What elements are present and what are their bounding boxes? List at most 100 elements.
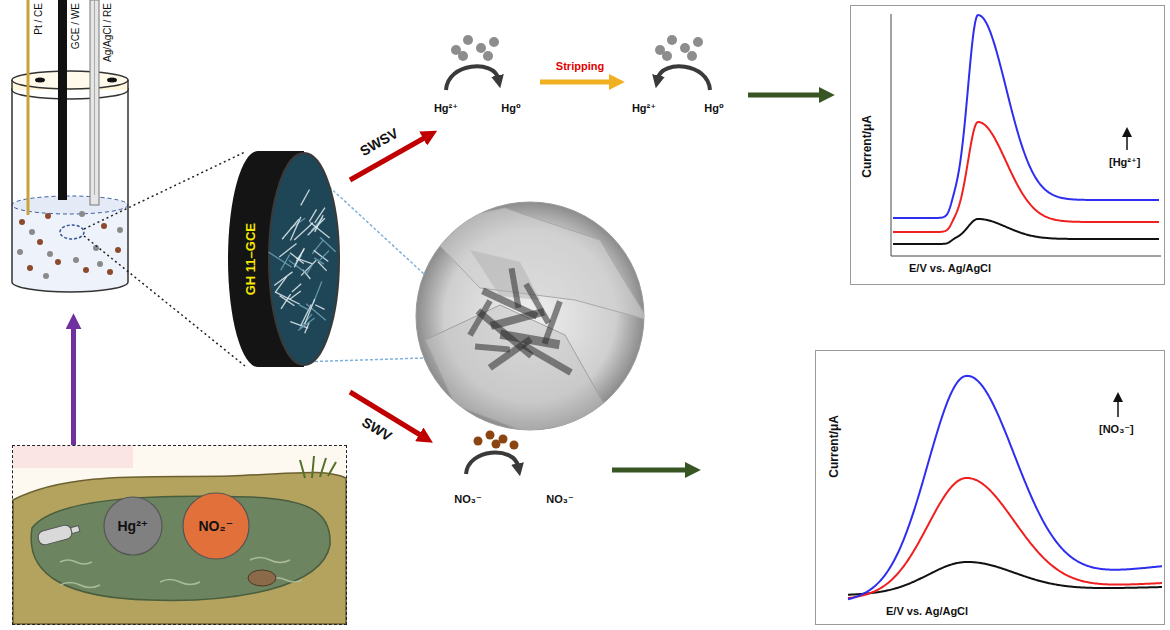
step-label: Stripping <box>556 60 604 73</box>
electrochemical-cell-drawing-part-part <box>55 259 61 265</box>
ion-label: Hg²⁺ <box>118 518 149 534</box>
stripping-cycle-part <box>655 35 703 61</box>
voltammogram-panel-shape-part <box>891 14 892 256</box>
tem-image-part-part-part <box>542 300 563 344</box>
electrochemical-cell-drawing-part-part <box>83 267 89 273</box>
sample-flow-arrow <box>71 326 76 445</box>
voltammogram-panel: Current/μAE/V vs. Ag/AgCl[NO₃⁻] <box>815 350 1165 625</box>
species-label: Hg²⁺ <box>632 102 656 115</box>
electrochemical-cell-drawing-part <box>27 0 30 215</box>
stripping-cycle-part-part <box>693 37 703 47</box>
zoom-lines <box>84 152 245 366</box>
modified-electrode-shape-part-part <box>315 305 324 310</box>
nitrite-cycle-part-part <box>486 431 495 440</box>
electrode-label: Ag/AgCl / RE <box>102 3 114 62</box>
concentration-label: [NO₃⁻] <box>1099 423 1134 436</box>
tem-image-part-part-part <box>522 342 573 376</box>
modified-electrode-shape-part-part <box>301 190 310 206</box>
stripping-cycle <box>655 35 710 90</box>
modified-electrode-shape-part <box>269 190 336 334</box>
electrochemical-cell-drawing-part-part <box>43 273 49 279</box>
water-sample-box-shape <box>13 446 345 623</box>
electrode-label: Pt / CE <box>33 3 45 35</box>
electrochemical-cell-drawing-part-part <box>47 251 53 257</box>
electrochemical-cell-drawing-part <box>17 211 123 279</box>
polluted-pond-part <box>13 472 346 624</box>
method-label: SWV <box>359 414 395 444</box>
electrochemical-cell-drawing-part <box>11 80 13 90</box>
zoom-lines-part <box>84 152 245 229</box>
voltammogram-panel: Current/μAE/V vs. Ag/AgCl[Hg²⁺] <box>850 5 1165 285</box>
stripping-cycle-part-part <box>687 51 697 61</box>
axis-title: Current/μA <box>861 115 875 178</box>
stripping-arrow <box>540 80 612 85</box>
modified-electrode-shape-part <box>269 153 339 365</box>
electrode-name: GH 11–GCE <box>244 223 259 295</box>
zoom-lines-part <box>84 236 245 366</box>
species-label: Hg⁰ <box>501 102 520 115</box>
tem-image-part-part-part <box>488 336 533 370</box>
voltammogram-panel-shape-part <box>848 562 1162 595</box>
electrochemical-cell-drawing-part-part <box>19 219 25 225</box>
ion-label: NO₂⁻ <box>199 518 234 534</box>
deposition-cycle-part-part <box>489 37 499 47</box>
polluted-pond-part-part <box>60 560 92 564</box>
voltammogram-panel-shape-part <box>1126 136 1128 150</box>
polluted-pond-part-part <box>60 583 100 588</box>
polluted-pond-part-part <box>71 526 80 534</box>
polluted-pond-part <box>248 570 276 586</box>
electrochemical-cell-drawing-part-part <box>27 265 33 271</box>
modified-electrode-shape-part-part <box>275 277 287 293</box>
polluted-pond <box>13 446 346 624</box>
axis-title: E/V vs. Ag/AgCl <box>909 262 991 275</box>
deposition-cycle-part <box>446 66 498 90</box>
electrochemical-cell-drawing-part <box>60 225 84 239</box>
electrochemical-cell-drawing-part-part <box>29 229 35 235</box>
electrochemical-cell-drawing-part <box>90 0 99 205</box>
electrochemical-cell-drawing <box>12 0 128 292</box>
water-sample-box: Hg²⁺ NO₂⁻ <box>12 445 347 625</box>
polluted-pond-part <box>31 496 330 600</box>
voltammogram-panel-shape-part <box>1122 127 1132 137</box>
stripping-cycle-part-part <box>662 51 672 61</box>
electrochemical-cell-drawing-part <box>94 0 95 195</box>
nitrite-cycle-part-part <box>474 437 483 446</box>
voltammogram-panel-shape-part <box>848 376 1162 599</box>
electrochemical-cell-drawing-part-part <box>79 211 85 217</box>
nitrite-cycle-part <box>466 453 518 474</box>
voltammogram-panel-shape-part <box>893 122 1159 232</box>
modified-electrode-shape-part-part <box>299 305 308 310</box>
tem-image-part-part <box>425 305 612 432</box>
polluted-pond-part <box>60 558 302 588</box>
electrochemical-cell-drawing-part-part <box>107 269 113 275</box>
modified-electrode-shape-part-part <box>281 294 291 309</box>
ion-circle: NO₂⁻ <box>182 492 250 560</box>
zoom-lines-part <box>300 358 424 362</box>
ion-circle-shape-part <box>104 497 162 555</box>
electrode-label: GCE / WE <box>70 3 82 49</box>
modified-electrode-shape-part-part <box>279 244 296 257</box>
species-label: NO₃⁻ <box>546 493 573 506</box>
voltammogram-panel-shape-part <box>891 256 1161 257</box>
voltammogram-panel-shape-part <box>1117 401 1119 417</box>
voltammogram-panel-shape <box>851 6 1164 284</box>
modified-electrode-shape-part-part <box>307 264 313 273</box>
voltammogram-panel-shape-part <box>1113 392 1123 402</box>
electrochemical-cell-drawing-part-part <box>97 261 103 267</box>
polluted-pond-part <box>300 456 336 478</box>
result-arrow <box>748 93 822 98</box>
polluted-pond-part <box>13 446 133 468</box>
nitrite-cycle <box>466 431 519 475</box>
polluted-pond-part-part <box>250 558 290 563</box>
species-label: Hg⁰ <box>704 102 723 115</box>
tem-image-part-part-part <box>523 282 551 324</box>
nitrite-cycle-part <box>474 431 519 450</box>
modified-electrode-shape-part-part <box>305 299 315 324</box>
axis-title: E/V vs. Ag/AgCl <box>886 605 968 618</box>
nitrite-cycle-part-part <box>510 441 519 450</box>
modified-electrode-shape-part-part <box>320 251 329 260</box>
deposition-cycle-part <box>451 35 499 61</box>
modified-electrode-shape-part-part <box>290 217 300 241</box>
